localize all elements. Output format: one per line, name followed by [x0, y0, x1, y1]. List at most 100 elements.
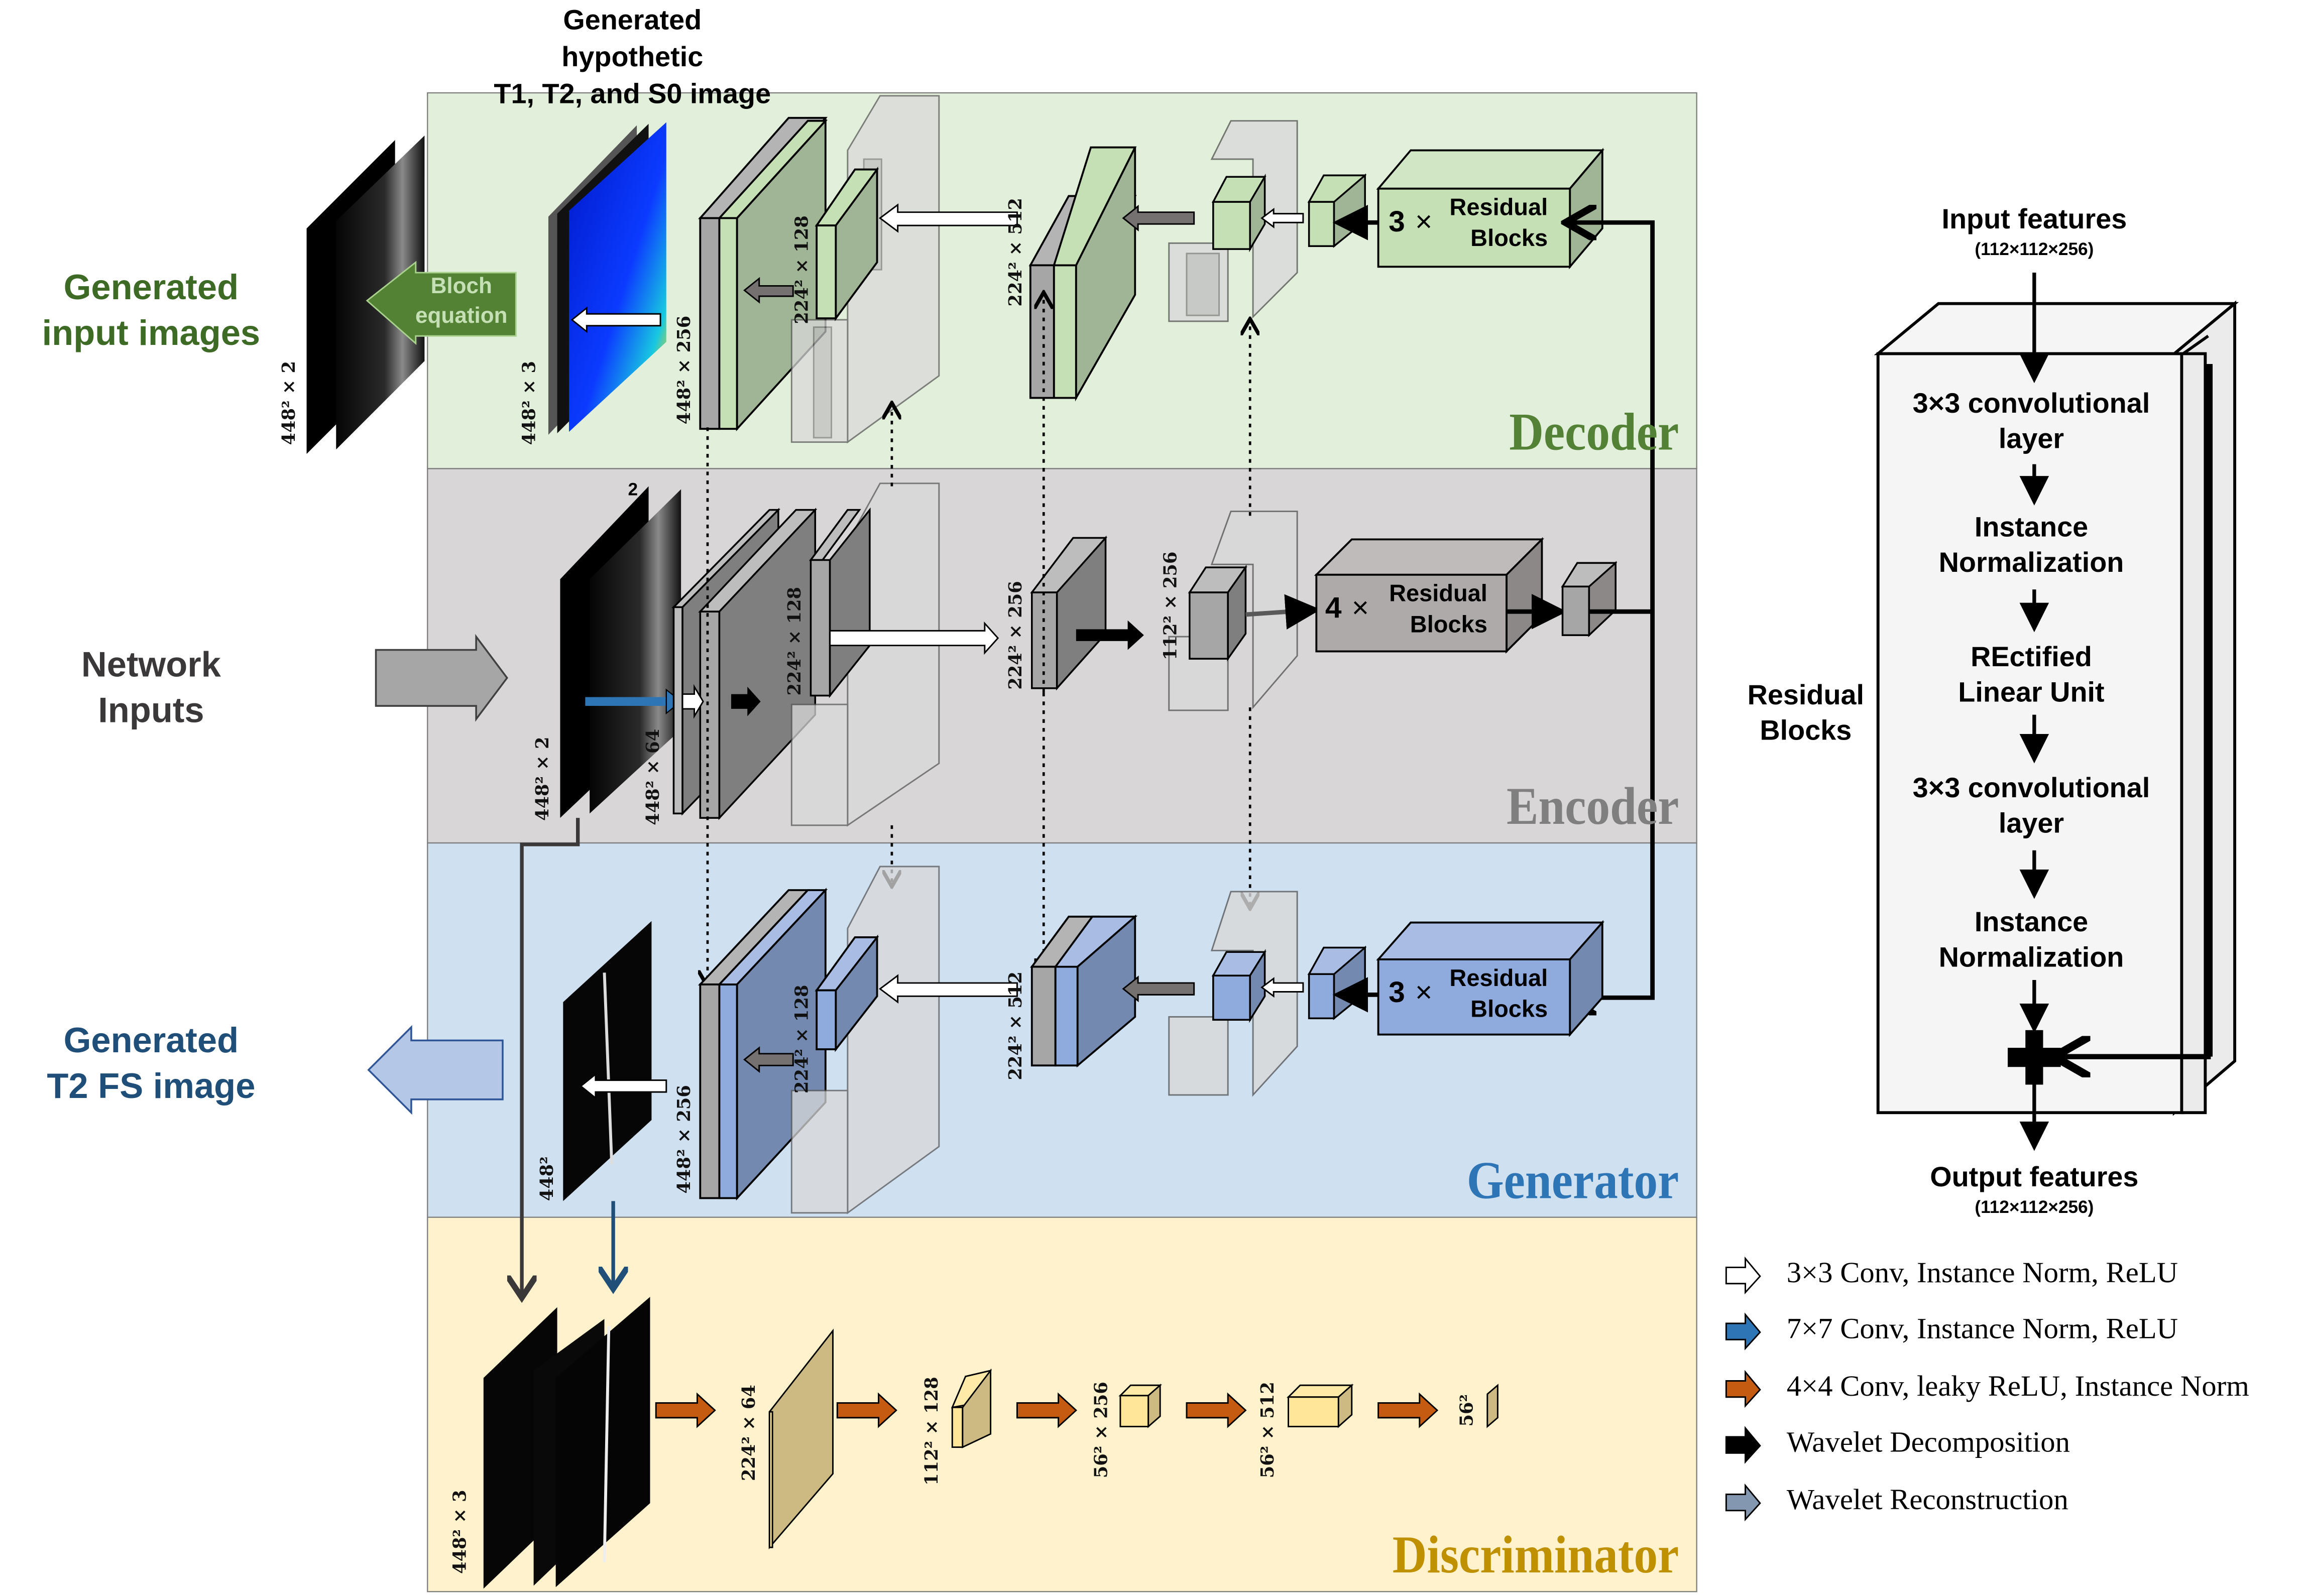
label-line: Inputs — [98, 691, 204, 731]
encoder-to-res-line — [1245, 594, 1321, 630]
caption-line-2: hypothetic — [561, 43, 704, 74]
white-arrow-icon — [570, 306, 661, 333]
caption-line-1: Generated — [563, 6, 702, 37]
gray-blue-arrow-icon — [1122, 975, 1195, 1003]
dim-label: 448² × 3 — [450, 1490, 471, 1574]
encoder-residual-label: 4 × Residual Blocks — [1322, 578, 1499, 652]
white-arrow-icon — [1260, 207, 1304, 228]
input-to-discriminator-line — [522, 818, 580, 1294]
dim-label: 448² × 2 — [279, 361, 299, 445]
generator-layer-224-128 — [815, 934, 879, 1052]
generated-input-images-label: Generated input images — [15, 265, 287, 356]
legend-label: 7×7 Conv, Instance Norm, ReLU — [1786, 1313, 2178, 1346]
res-count: 4 — [1325, 592, 1342, 625]
dim-label: 224² × 256 — [1005, 581, 1026, 690]
encoder-title: Encoder — [1506, 776, 1679, 836]
dim-label: 224² × 128 — [784, 587, 805, 696]
step-line: layer — [1998, 809, 2064, 840]
dim-label: 224² × 128 — [792, 985, 813, 1094]
step-line: 3×3 convolutional — [1912, 389, 2150, 420]
res-label-line: Residual — [1449, 966, 1548, 992]
res-label-line: Blocks — [1470, 227, 1548, 252]
legend-icons — [1725, 1256, 1761, 1522]
legend-item: Wavelet Reconstruction — [1787, 1484, 2068, 1518]
network-inputs-arrow — [375, 634, 508, 722]
step-line: Normalization — [1938, 548, 2124, 579]
dimension-labels: 448² × 2 448² × 3 448² × 256 224² × 128 … — [279, 198, 1477, 1574]
legend-gray-blue-arrow-icon — [1725, 1483, 1761, 1522]
residual-step-5: Instance Normalization — [1884, 906, 2178, 977]
disc-layer-112-128 — [951, 1368, 992, 1448]
white-arrow-icon — [878, 203, 1018, 233]
encoder-residual-box — [1314, 537, 1545, 654]
residual-step-4: 3×3 convolutional layer — [1884, 772, 2178, 843]
decoder-small-layer — [1211, 173, 1266, 253]
generator-output-mri — [563, 921, 652, 1201]
step-line: layer — [1998, 424, 2064, 456]
hypothetic-map-caption: Generated hypothetic T1, T2, and S0 imag… — [469, 3, 796, 113]
discriminator-input-mri-stack — [483, 1297, 650, 1589]
generator-layer-224-512 — [1030, 914, 1138, 1068]
bloch-equation-arrow — [366, 261, 517, 345]
hypothetic-map-stack — [548, 122, 666, 435]
input-features-shape: (112×112×256) — [1975, 238, 2094, 260]
label-line: Residual — [1747, 681, 1865, 712]
legend-label: Wavelet Decomposition — [1786, 1426, 2070, 1459]
generator-residual-box — [1376, 920, 1605, 1037]
res-label-line: Blocks — [1470, 998, 1548, 1023]
label-line: T2 FS image — [47, 1067, 256, 1107]
legend-item: 3×3 Conv, Instance Norm, ReLU — [1787, 1257, 2178, 1291]
legend-white-arrow-icon — [1725, 1256, 1761, 1295]
dim-label: 224² × 64 — [739, 1385, 759, 1481]
bloch-equation-label: Bloch equation — [407, 273, 516, 331]
input-channel-marker: 2 — [628, 479, 638, 499]
gray-blue-arrow-icon — [743, 1046, 794, 1073]
network-inputs-label: Network Inputs — [15, 643, 287, 734]
disc-layer-56-256 — [1118, 1384, 1163, 1428]
black-arrow-icon — [1076, 620, 1144, 650]
res-label: Residual Blocks — [1449, 193, 1548, 255]
label-line: Generated — [63, 1021, 239, 1061]
encoder-layer-224-128 — [809, 507, 871, 698]
input-features-title: Input features — [1941, 205, 2127, 236]
decoder-residual-label: 3 × Residual Blocks — [1386, 192, 1562, 266]
label-line: Generated — [63, 268, 239, 308]
output-features-shape: (112×112×256) — [1975, 1196, 2094, 1217]
residual-detail-side-label: Residual Blocks — [1732, 679, 1880, 750]
residual-add-icon — [2008, 1030, 2061, 1085]
disc-orange-arrows — [655, 1392, 1439, 1428]
res-label: Residual Blocks — [1389, 579, 1487, 641]
legend-label: 4×4 Conv, leaky ReLU, Instance Norm — [1786, 1370, 2249, 1403]
decoder-layer-224-128 — [815, 166, 879, 321]
res-label-line: Residual — [1389, 582, 1487, 607]
residual-step-2: Instance Normalization — [1884, 512, 2178, 582]
bloch-line: Bloch — [430, 274, 492, 299]
residual-step-3: REctified Linear Unit — [1884, 641, 2178, 712]
generator-small-layer — [1211, 949, 1266, 1023]
decoder-title: Decoder — [1509, 402, 1679, 461]
white-arrow-icon — [681, 684, 704, 719]
dim-label: 224² × 128 — [792, 215, 813, 324]
white-arrow-icon — [1260, 977, 1304, 998]
dim-label: 448² × 64 — [643, 729, 663, 825]
res-times: × — [1351, 592, 1369, 625]
step-line: 3×3 convolutional — [1912, 774, 2150, 805]
generator-title: Generator — [1466, 1151, 1679, 1210]
dim-label: 56² — [1456, 1394, 1477, 1426]
white-arrow-icon — [878, 974, 1018, 1004]
legend-orange-arrow-icon — [1725, 1370, 1761, 1408]
legend-item: Wavelet Decomposition — [1787, 1426, 2070, 1460]
dim-label: 224² × 512 — [1005, 198, 1026, 307]
white-arrow-icon — [580, 1072, 667, 1099]
encoder-layer-112-256 — [1188, 564, 1247, 662]
generated-t2fs-arrow — [367, 1025, 504, 1115]
disc-layer-56-512 — [1286, 1384, 1354, 1428]
label-line: Network — [81, 645, 221, 685]
dim-label: 448² × 256 — [674, 316, 695, 425]
generated-t2fs-label: Generated T2 FS image — [15, 1018, 287, 1110]
dim-label: 448² × 3 — [519, 361, 540, 445]
res-count: 3 — [1389, 206, 1405, 239]
discriminator-title: Discriminator — [1392, 1525, 1679, 1584]
